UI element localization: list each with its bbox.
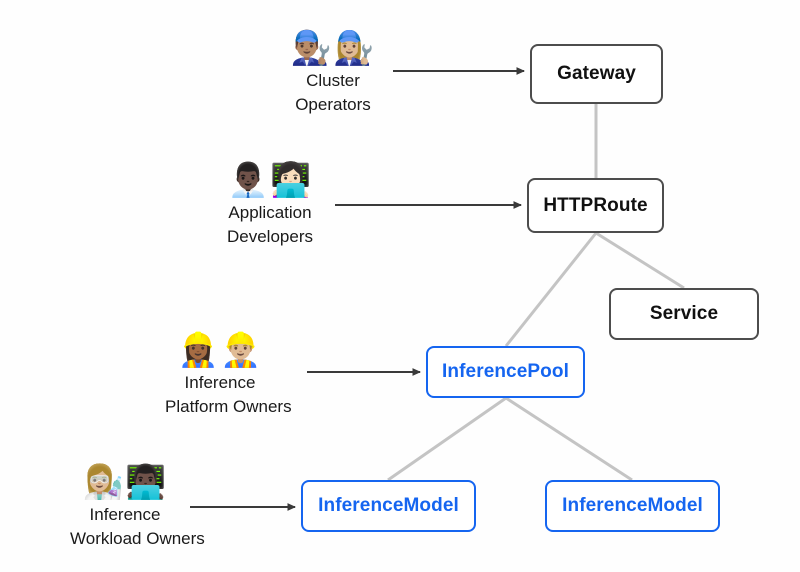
connector-inferencepool-to-inferencemodel-right <box>505 396 633 482</box>
application-developers-caption-line1: Application <box>228 203 312 222</box>
application-developers-icon: 👨🏿‍💼👩🏻‍💻 <box>227 161 313 198</box>
cluster-operators-caption-line2: Operators <box>295 95 371 114</box>
node-inferencemodel-left-label: InferenceModel <box>318 495 459 516</box>
node-gateway-label: Gateway <box>557 63 636 84</box>
node-service-label: Service <box>649 303 719 324</box>
connector-inferencepool-to-inferencemodel-left <box>387 396 507 482</box>
node-gateway[interactable]: Gateway <box>530 44 663 104</box>
actor-application-developers: 👨🏿‍💼👩🏻‍💻 Application Developers <box>215 160 325 248</box>
connector-httproute-to-service <box>595 231 685 290</box>
node-inferencemodel-right[interactable]: InferenceModel <box>545 480 720 532</box>
application-developers-caption-line2: Developers <box>227 227 313 246</box>
node-inferencemodel-left[interactable]: InferenceModel <box>301 480 476 532</box>
inference-platform-owners-icon: 👷🏾‍♀️👷🏼‍♂️ <box>177 331 263 368</box>
inference-workload-owners-caption-line1: Inference <box>89 505 161 524</box>
actor-inference-workload-owners: 👩🏼‍🔬👨🏿‍💻 Inference Workload Owners <box>70 462 205 550</box>
actor-inference-platform-owners: 👷🏾‍♀️👷🏼‍♂️ Inference Platform Owners <box>165 330 292 418</box>
node-inferencepool[interactable]: InferencePool <box>426 346 585 398</box>
inference-workload-owners-icon: 👩🏼‍🔬👨🏿‍💻 <box>82 463 168 500</box>
connector-httproute-to-inferencepool <box>504 232 598 347</box>
inference-workload-owners-caption-line2: Workload Owners <box>70 529 205 548</box>
inference-platform-owners-caption-line2: Platform Owners <box>165 397 292 416</box>
node-inferencemodel-right-label: InferenceModel <box>562 495 703 516</box>
cluster-operators-caption-line1: Cluster <box>306 71 360 90</box>
node-httproute[interactable]: HTTPRoute <box>527 178 664 233</box>
inference-platform-owners-caption-line1: Inference <box>184 373 256 392</box>
actor-cluster-operators: 👨🏽‍🔧👩🏼‍🔧 Cluster Operators <box>278 28 388 116</box>
node-httproute-label: HTTPRoute <box>543 194 648 216</box>
node-inferencepool-label: InferencePool <box>442 361 569 382</box>
node-service[interactable]: Service <box>609 288 759 340</box>
cluster-operators-icon: 👨🏽‍🔧👩🏼‍🔧 <box>290 29 376 66</box>
